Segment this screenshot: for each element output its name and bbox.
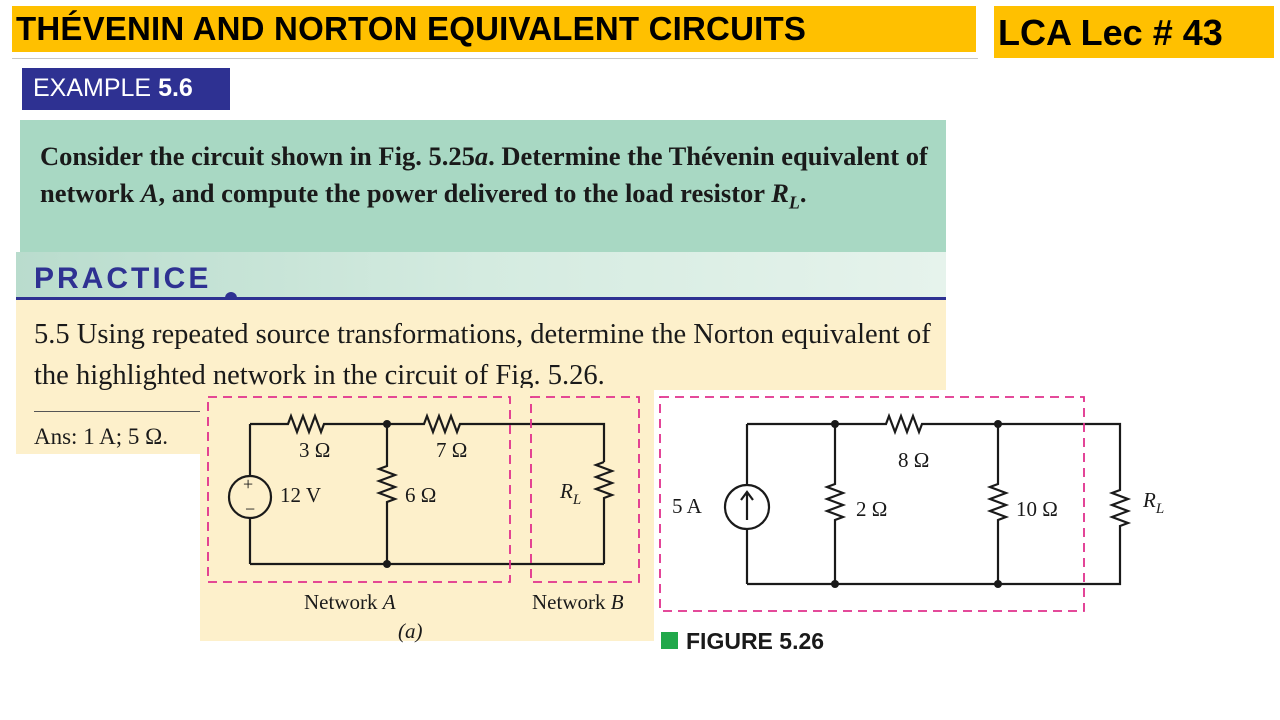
junction-dot [831, 420, 839, 428]
junction-dot [831, 580, 839, 588]
network-b-word: Network [532, 590, 606, 614]
load-label-526-sub: L [1155, 501, 1164, 517]
example-text: Consider the circuit shown in Fig. 5.25a… [40, 141, 928, 213]
example-label: EXAMPLE 5.6 [33, 74, 193, 103]
practice-header-band [16, 252, 946, 298]
source-label-5a: 5 A [672, 494, 703, 518]
source-label-12v: 12 V [280, 483, 321, 507]
network-a-word: Network [304, 590, 378, 614]
junction-dot [383, 420, 391, 428]
header-divider [12, 58, 978, 59]
highlighted-network-box [659, 396, 1085, 612]
network-b-label: Network B [532, 590, 624, 614]
plus-sign: + [243, 474, 253, 494]
load-label-sub: L [572, 492, 581, 508]
title-banner [12, 6, 976, 52]
network-a-label: Network A [304, 590, 396, 614]
figure-caption: FIGURE 5.26 [686, 628, 825, 654]
minus-sign: − [245, 499, 255, 519]
answer-strip [16, 390, 206, 454]
lecture-banner [994, 6, 1274, 58]
load-label-r: R [559, 479, 573, 503]
figure-525a-wires [248, 412, 616, 566]
current-source-symbol [723, 483, 771, 531]
load-label: RL [559, 479, 581, 508]
example-label-word: EXAMPLE [33, 74, 152, 102]
network-b-box [530, 396, 640, 583]
practice-answer: Ans: 1 A; 5 Ω. [34, 424, 169, 449]
resistor-label-6ohm: 6 Ω [405, 483, 436, 507]
figure-caption-marker [661, 632, 678, 649]
practice-text: 5.5 Using repeated source transformation… [34, 314, 939, 396]
example-box [20, 120, 946, 252]
network-a-letter: A [381, 590, 396, 614]
practice-heading: PRACTICE [34, 262, 212, 295]
junction-dot [994, 420, 1002, 428]
resistor-label-10ohm: 10 Ω [1016, 497, 1058, 521]
resistor-label-7ohm: 7 Ω [436, 438, 467, 462]
junction-dot [383, 560, 391, 568]
answer-rule [34, 411, 200, 412]
figure-525a-background [200, 388, 654, 641]
junction-dot [994, 580, 1002, 588]
example-badge [22, 68, 230, 110]
lecture-number: LCA Lec # 43 [998, 12, 1223, 53]
figure-526-wires [745, 412, 1132, 586]
resistor-label-2ohm: 2 Ω [856, 497, 887, 521]
load-label-526: RL [1142, 488, 1164, 517]
load-label-526-r: R [1142, 488, 1156, 512]
page-title: THÉVENIN AND NORTON EQUIVALENT CIRCUITS [16, 10, 807, 47]
network-a-box [207, 396, 511, 583]
voltage-source-symbol [227, 474, 273, 520]
resistor-label-8ohm: 8 Ω [898, 448, 929, 472]
resistor-label-3ohm: 3 Ω [299, 438, 330, 462]
practice-number: 5.5 [34, 319, 70, 350]
network-b-letter: B [611, 590, 624, 614]
practice-question: Using repeated source transformations, d… [34, 319, 931, 391]
example-label-number: 5.6 [158, 74, 193, 102]
practice-underline [16, 297, 946, 300]
figure-sublabel: (a) [398, 619, 423, 643]
current-arrow-icon [740, 490, 754, 520]
practice-box [16, 300, 946, 390]
